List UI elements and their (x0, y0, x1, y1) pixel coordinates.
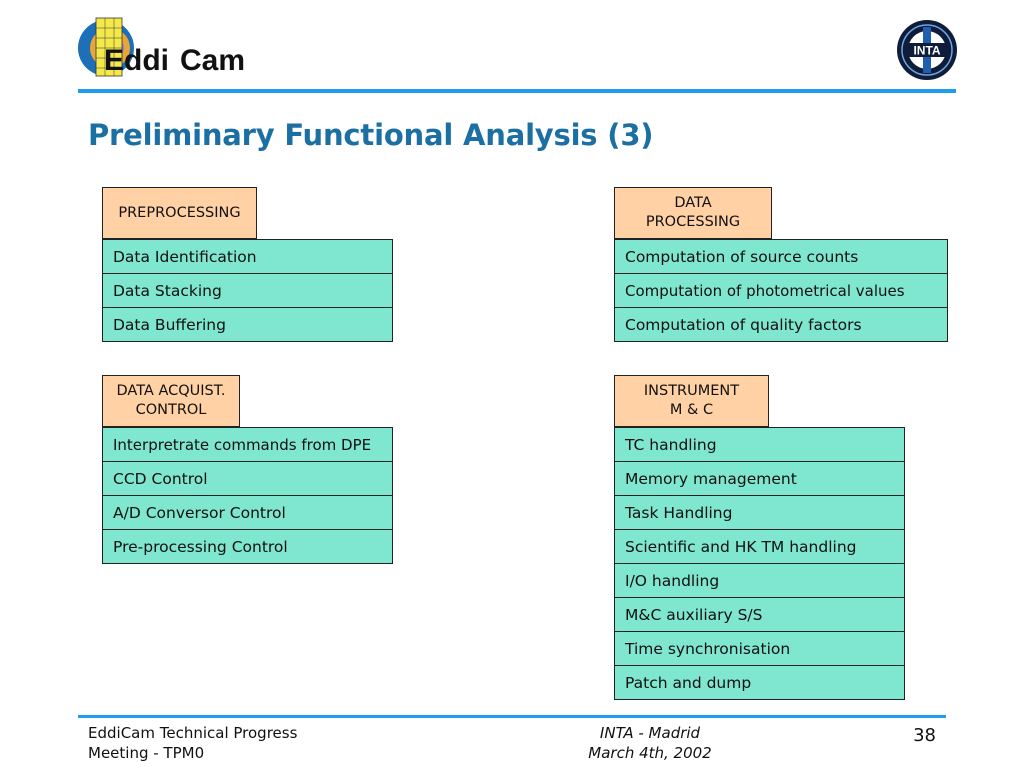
footer-left: EddiCam Technical Progress Meeting - TPM… (88, 723, 297, 763)
block-header-data-acquisition: DATA ACQUIST. CONTROL (102, 375, 240, 427)
block-item: Computation of source counts (614, 239, 948, 274)
block-header-preprocessing: PREPROCESSING (102, 187, 257, 239)
block-item: Data Stacking (102, 273, 393, 308)
block-header-data-processing: DATA PROCESSING (614, 187, 772, 239)
footer-left-line2: Meeting - TPM0 (88, 744, 205, 762)
slide-title: Preliminary Functional Analysis (3) (88, 118, 654, 152)
block-item: M&C auxiliary S/S (614, 597, 905, 632)
block-header-instrument: INSTRUMENT M & C (614, 375, 769, 427)
block-item: CCD Control (102, 461, 393, 496)
block-item: Task Handling (614, 495, 905, 530)
page-number: 38 (913, 725, 936, 746)
eddicam-logo: Eddi Cam (78, 17, 245, 77)
block-item: Memory management (614, 461, 905, 496)
footer-rule (78, 715, 946, 718)
block-item: TC handling (614, 427, 905, 462)
block-item: Time synchronisation (614, 631, 905, 666)
inta-badge-text: INTA (913, 44, 940, 58)
footer-center: INTA - Madrid March 4th, 2002 (560, 723, 740, 763)
block-item: Patch and dump (614, 665, 905, 700)
logo-text-eddi: Eddi (104, 44, 169, 77)
block-item: Data Buffering (102, 307, 393, 342)
block-item: Interpretrate commands from DPE (102, 427, 393, 462)
block-item: A/D Conversor Control (102, 495, 393, 530)
logo-text-cam: Cam (180, 44, 245, 77)
block-item: Pre-processing Control (102, 529, 393, 564)
block-item: I/O handling (614, 563, 905, 598)
footer-left-line1: EddiCam Technical Progress (88, 724, 298, 742)
block-item: Scientific and HK TM handling (614, 529, 905, 564)
footer-center-line1: INTA - Madrid (599, 724, 701, 742)
block-item: Computation of quality factors (614, 307, 948, 342)
header-rule (78, 89, 956, 93)
inta-logo: INTA (897, 20, 957, 80)
block-item: Computation of photometrical values (614, 273, 948, 308)
block-item: Data Identification (102, 239, 393, 274)
footer-center-line2: March 4th, 2002 (588, 744, 712, 762)
